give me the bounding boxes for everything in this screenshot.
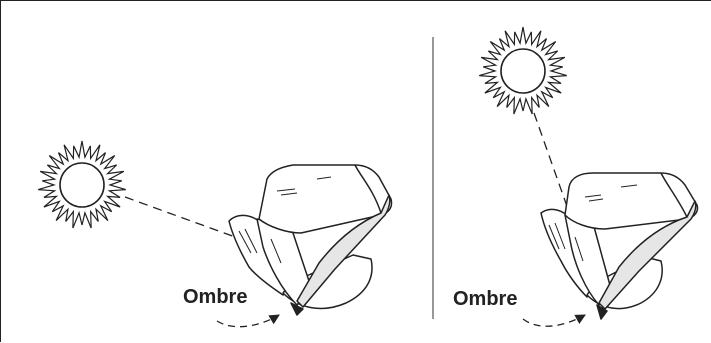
sun-disc	[59, 162, 105, 208]
shadow-arrow	[216, 314, 280, 328]
sun-disc	[500, 48, 546, 94]
sun-icon	[38, 140, 126, 229]
right-panel: Ombre	[453, 26, 699, 327]
left-panel: Ombre	[38, 140, 393, 328]
object-illustration	[228, 164, 393, 316]
object-illustration	[540, 172, 699, 320]
sun-icon	[479, 26, 567, 115]
shadow-arrow	[522, 314, 586, 327]
ombre-label: Ombre	[453, 288, 517, 310]
ombre-label: Ombre	[183, 286, 247, 308]
